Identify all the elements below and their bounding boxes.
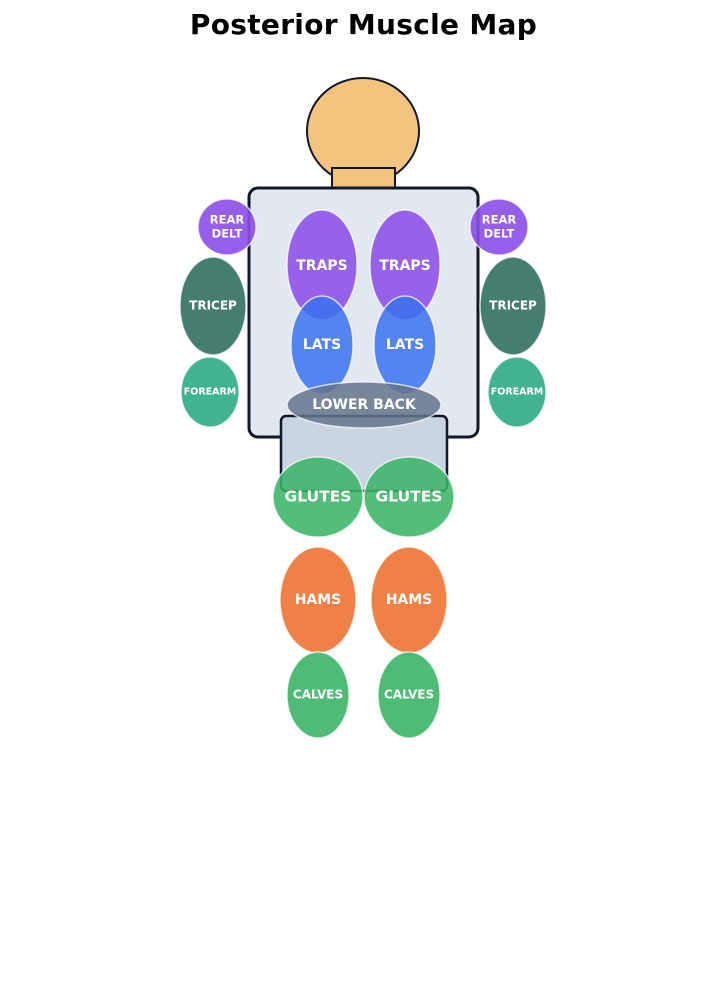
lower-back-label: LOWER BACK (312, 397, 417, 413)
forearm-left-label: FOREARM (184, 387, 237, 398)
ham-right[interactable]: HAMS (370, 546, 448, 654)
lat-left[interactable]: LATS (290, 295, 354, 395)
glute-right-label: GLUTES (376, 488, 443, 506)
forearm-right[interactable]: FOREARM (487, 356, 547, 428)
rear-delt-left[interactable]: REAR DELT (197, 198, 257, 256)
rear-delt-right[interactable]: REAR DELT (469, 198, 529, 256)
calf-right[interactable]: CALVES (377, 651, 441, 739)
ham-left[interactable]: HAMS (279, 546, 357, 654)
glute-left[interactable]: GLUTES (272, 456, 364, 538)
lower-back-shape (286, 381, 442, 429)
forearm-left[interactable]: FOREARM (180, 356, 240, 428)
rear-delt-right-label-line2: DELT (484, 227, 515, 241)
rear-delt-right-label-line1: REAR (482, 213, 517, 227)
rear-delt-left-label-line2: DELT (212, 227, 243, 241)
rear-delt-right-shape (469, 198, 529, 256)
calf-right-label: CALVES (384, 688, 434, 702)
ham-left-label: HAMS (295, 592, 342, 608)
tricep-right-label: TRICEP (489, 299, 537, 313)
rear-delt-left-shape (197, 198, 257, 256)
tricep-left-shape (179, 256, 247, 356)
muscle-groups: REAR DELT REAR DELT TRAPS TRAPS TRICEP T… (179, 198, 547, 739)
calf-left-label: CALVES (293, 688, 343, 702)
tricep-left[interactable]: TRICEP (179, 256, 247, 356)
tricep-right[interactable]: TRICEP (479, 256, 547, 356)
calf-left[interactable]: CALVES (286, 651, 350, 739)
forearm-right-shape (487, 356, 547, 428)
lat-left-label: LATS (303, 337, 341, 353)
calf-left-shape (286, 651, 350, 739)
calf-right-shape (377, 651, 441, 739)
forearm-right-label: FOREARM (491, 387, 544, 398)
glute-left-shape (272, 456, 364, 538)
lat-right-label: LATS (386, 337, 424, 353)
diagram-title: Posterior Muscle Map (189, 8, 538, 41)
trap-right-label: TRAPS (379, 258, 431, 274)
trap-left-label: TRAPS (296, 258, 348, 274)
glute-right[interactable]: GLUTES (363, 456, 455, 538)
glute-right-shape (363, 456, 455, 538)
tricep-left-label: TRICEP (189, 299, 237, 313)
trap-left[interactable]: TRAPS (286, 209, 358, 321)
lower-back[interactable]: LOWER BACK (286, 381, 442, 429)
glute-left-label: GLUTES (285, 488, 352, 506)
body-silhouette (247, 77, 480, 493)
lat-right[interactable]: LATS (373, 295, 437, 395)
rear-delt-left-label-line1: REAR (210, 213, 245, 227)
ham-right-label: HAMS (386, 592, 433, 608)
forearm-left-shape (180, 356, 240, 428)
tricep-right-shape (479, 256, 547, 356)
